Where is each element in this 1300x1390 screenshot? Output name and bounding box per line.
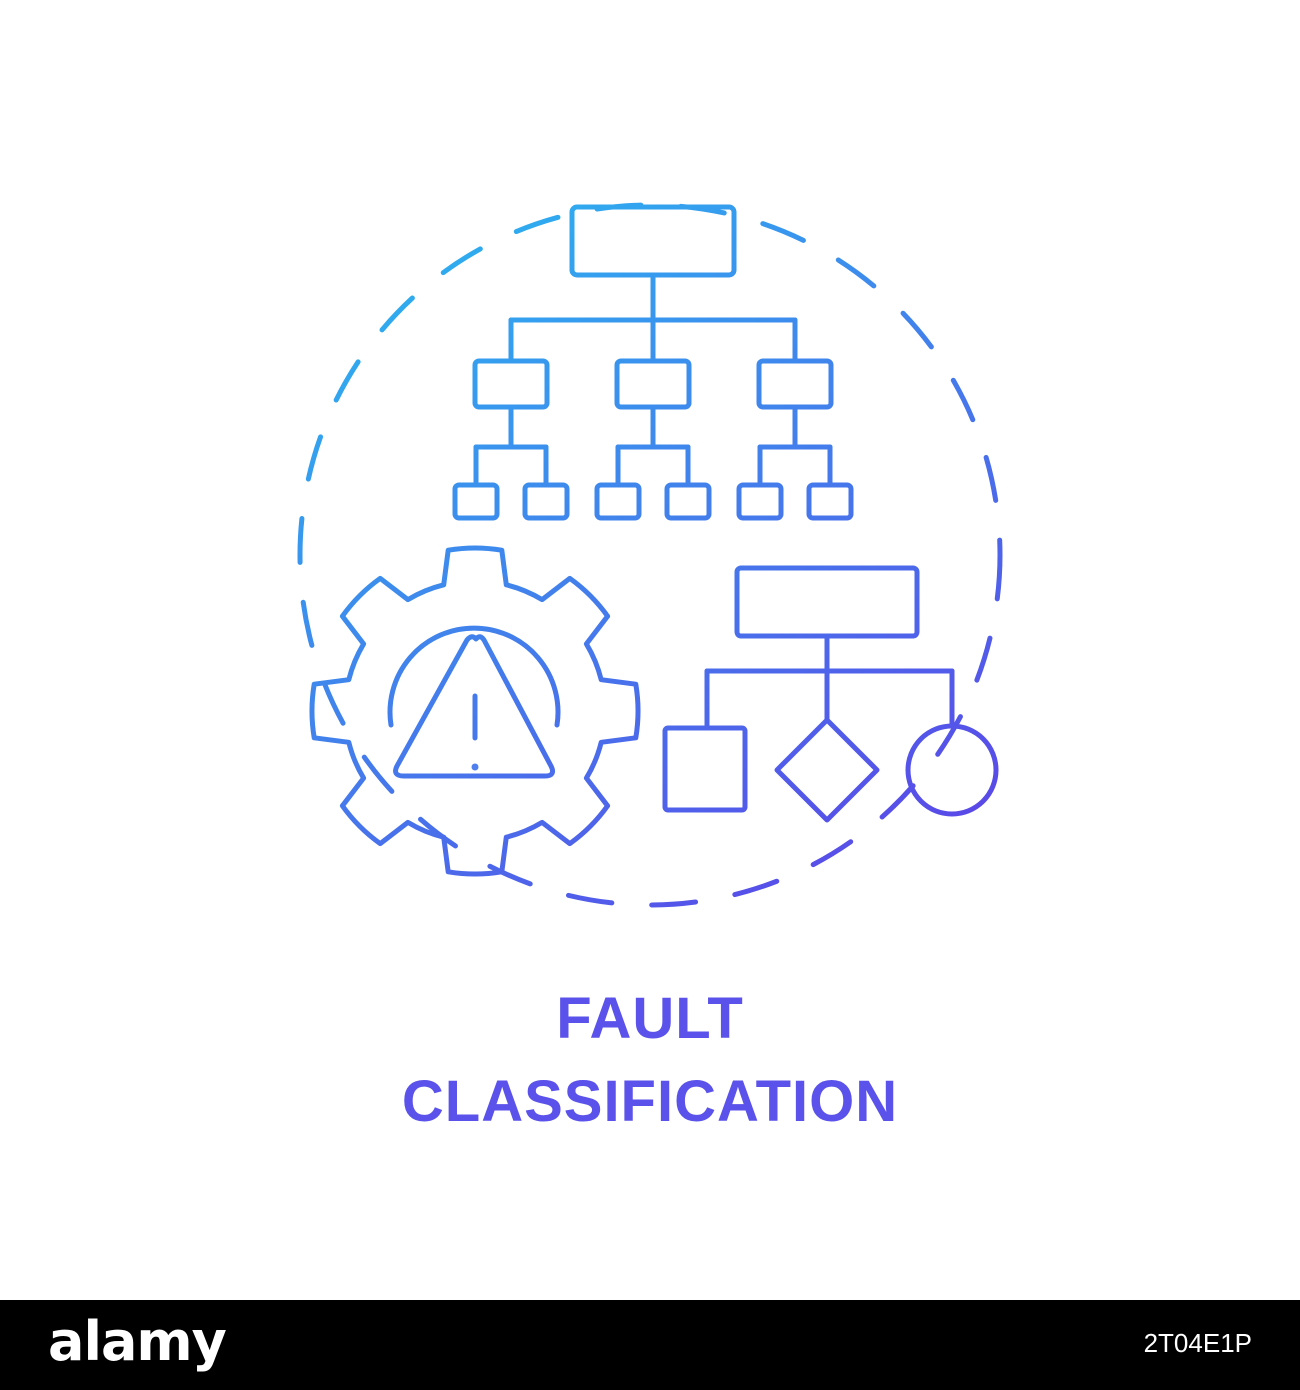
- brand-logo: alamy: [48, 1310, 227, 1373]
- hierarchy-chart-icon: [452, 204, 854, 521]
- diamond-shape: [774, 717, 880, 823]
- caption-line-2: CLASSIFICATION: [401, 1069, 899, 1134]
- image-id-label: 2T04E1P: [1143, 1328, 1252, 1358]
- fault-classification-illustration: [297, 202, 1003, 908]
- gauge-arc: [387, 625, 561, 728]
- watermark-footer: alamy 2T04E1P: [0, 1300, 1300, 1390]
- flowchart-shapes-icon: [662, 565, 999, 823]
- dashed-circle: [297, 202, 1003, 908]
- warning-triangle-icon: [393, 634, 555, 779]
- gear-warning-icon: [309, 545, 641, 877]
- caption-line-1: FAULT: [556, 986, 744, 1051]
- gear-outline: [309, 545, 641, 877]
- square-shape: [662, 725, 748, 813]
- exclamation-dot: [471, 763, 479, 771]
- circle-shape: [905, 723, 999, 817]
